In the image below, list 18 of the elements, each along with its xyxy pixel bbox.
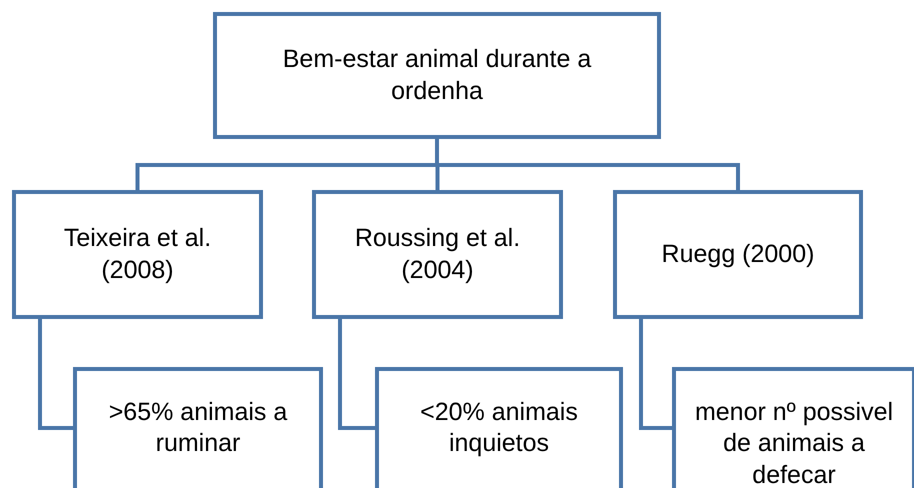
connector-line — [435, 139, 740, 190]
box-text: Roussing et al. (2004) — [354, 223, 522, 286]
text-box — [213, 12, 661, 139]
text-box — [12, 190, 263, 319]
connector-line — [639, 319, 672, 430]
box-text: Bem-estar animal durante a ordenha — [282, 44, 592, 106]
connector-line — [338, 319, 375, 430]
text-box — [672, 367, 914, 488]
text-box — [375, 367, 623, 488]
text-box — [73, 367, 323, 488]
box-text: Ruegg (2000) — [662, 238, 814, 270]
connector-line — [38, 319, 73, 430]
box-text: >65% animais a ruminar — [108, 397, 288, 460]
text-box — [312, 190, 563, 319]
text-box — [613, 190, 863, 319]
box-text: <20% animais inquietos — [419, 397, 579, 460]
box-text: menor nº possivel de animais a defecar — [694, 397, 894, 488]
box-text: Teixeira et al. (2008) — [62, 223, 212, 286]
